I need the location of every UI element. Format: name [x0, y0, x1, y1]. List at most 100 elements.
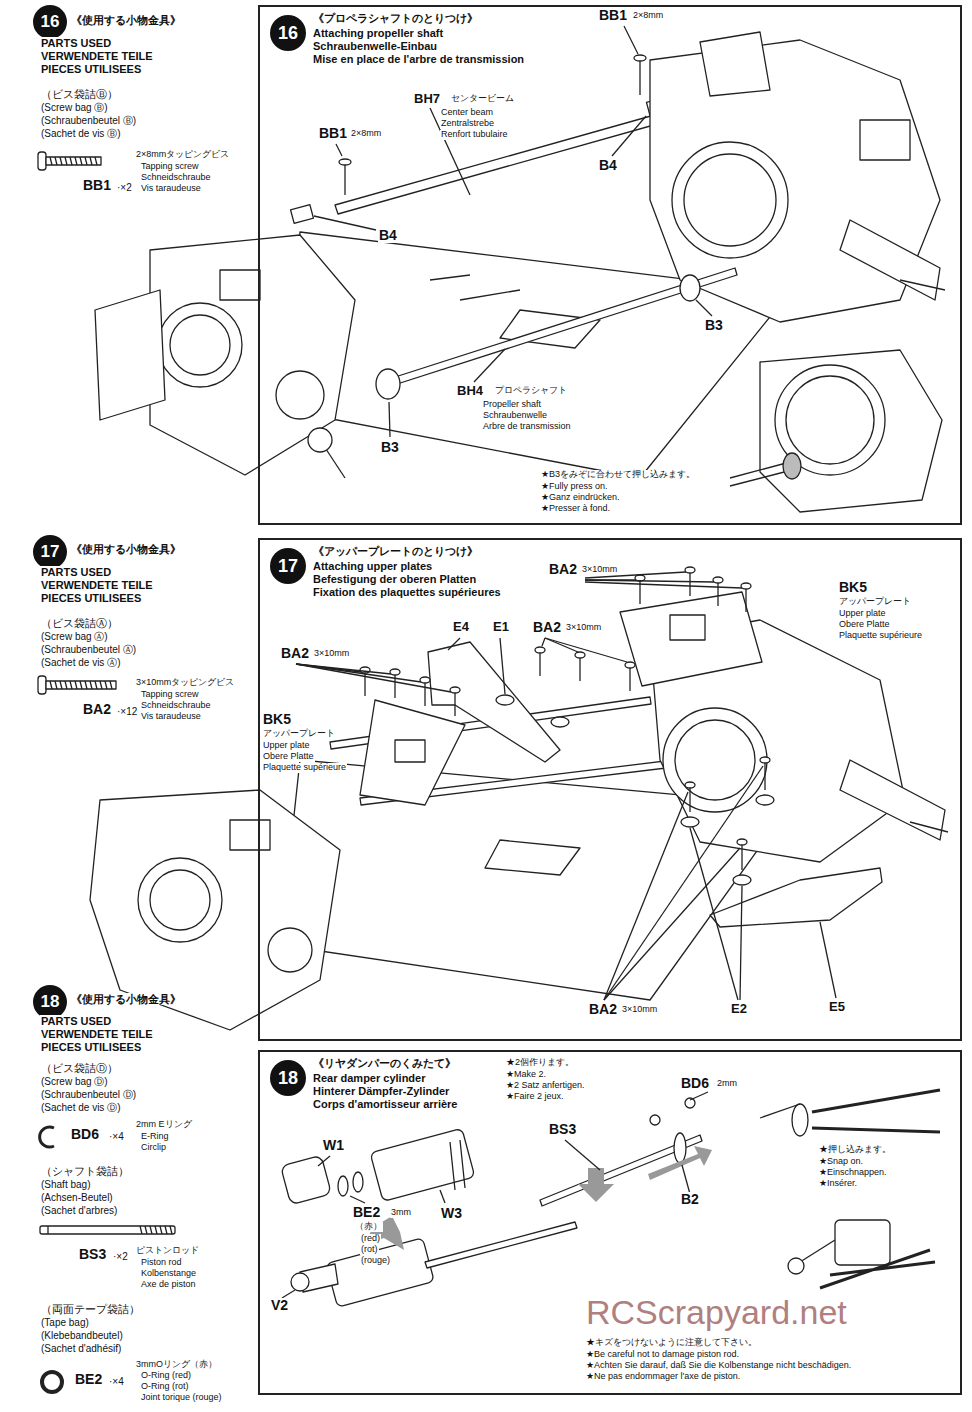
label-text: プロペラシャフト — [494, 386, 568, 396]
step-number-circle: 18 — [270, 1060, 306, 1096]
label-text: ★押し込みます。 — [818, 1145, 892, 1155]
screw-icon — [38, 676, 116, 694]
label-text: (Shaft bag) — [40, 1179, 91, 1190]
screw-line — [424, 683, 425, 706]
label-text: ·×4 — [108, 1376, 125, 1387]
upper-plate-polygon — [360, 700, 465, 805]
label-text: ★Ganz eindrücken. — [540, 493, 621, 503]
damper-parts-path — [450, 1140, 465, 1190]
screw-icon-path — [50, 157, 97, 165]
propeller-shaft-polygon — [392, 268, 737, 385]
tool-inset-line — [760, 1104, 800, 1118]
label-text: （赤） — [354, 1222, 383, 1232]
part-code: 《使用する小物金具》 — [70, 14, 182, 26]
screw-icon-rect — [38, 676, 46, 694]
spacer-ellipse — [551, 717, 569, 727]
label-text: Renfort tubulaire — [440, 130, 509, 140]
label-text: Propeller shaft — [482, 400, 542, 410]
part-code: BE2 — [74, 1372, 103, 1387]
stay-frame-path — [710, 868, 882, 927]
damper-parts-ellipse — [353, 1172, 363, 1192]
damper-parts-ellipse — [674, 1133, 686, 1163]
label-text: ·×2 — [112, 1251, 129, 1262]
part-code: 《使用する小物金具》 — [70, 543, 182, 555]
center-beam-rect — [291, 205, 314, 224]
part-code: PIECES UTILISEES — [40, 592, 142, 604]
e-ring-icon — [40, 1127, 54, 1147]
leader-line-line — [604, 848, 740, 1000]
damper-parts — [281, 1098, 702, 1307]
panel-title: 《リヤダンパーのくみたて》 — [312, 1057, 457, 1070]
chassis-plate-polygon — [485, 840, 580, 875]
label-text: ★Einschnappen. — [818, 1168, 888, 1178]
label-text: (rouge) — [360, 1256, 391, 1266]
direction-arrow — [366, 1146, 712, 1250]
leader-line-line — [585, 582, 742, 588]
part-code: BA2 — [588, 1002, 618, 1017]
screw-icon-rect — [46, 157, 101, 165]
part-code: E5 — [828, 1000, 846, 1014]
assembly-illustration-g — [38, 26, 948, 1392]
upper-plate-polygon — [620, 592, 762, 686]
screw-ellipse — [634, 55, 646, 61]
screw-line — [741, 845, 742, 870]
screw-icon-rect — [38, 152, 46, 170]
part-code: BB1 — [82, 178, 112, 193]
part-code: BK5 — [838, 580, 868, 595]
label-text: Center beam — [440, 108, 494, 118]
label-text: Plaquette supérieure — [262, 763, 347, 773]
upper-plate-rect — [670, 615, 705, 640]
part-code: BD6 — [680, 1076, 710, 1091]
leader-line-line — [318, 1156, 330, 1166]
leader-line-line — [474, 349, 505, 382]
screw-ellipse — [420, 677, 430, 683]
detail-inset-ellipse — [783, 453, 801, 479]
label-text: (Sachet de vis Ⓐ) — [40, 657, 121, 668]
part-code: E1 — [492, 620, 510, 634]
screw-icon-rect — [46, 681, 116, 689]
label-text: 2×8mm — [350, 129, 382, 139]
label-text: ピストンロッド — [135, 1246, 200, 1256]
rear-gearbox-circle — [150, 870, 210, 930]
label-text: ·×12 — [116, 706, 138, 717]
front-gearbox-line — [900, 280, 945, 290]
part-code: PARTS USED — [40, 1015, 112, 1027]
leader-line-line — [282, 1290, 295, 1298]
screw-line — [639, 61, 640, 95]
label-text: ★Achten Sie darauf, daß Sie die Kolbenst… — [585, 1361, 852, 1371]
label-text: (Screw bag Ⓐ) — [40, 631, 109, 642]
label-text: （ビス袋詰Ⓓ） — [40, 1062, 119, 1074]
leader-line-line — [350, 1196, 365, 1203]
screw-line — [745, 589, 746, 612]
leader-line-line — [542, 638, 545, 646]
screw-ellipse — [760, 757, 770, 763]
part-code: E4 — [452, 620, 470, 634]
label-text: (Sachet d'adhésif) — [40, 1343, 122, 1354]
detail-inset-line — [730, 470, 792, 486]
screw — [339, 55, 646, 195]
label-text: (Achsen-Beutel) — [40, 1192, 114, 1203]
detail-inset-circle — [786, 376, 874, 464]
part-code: B3 — [380, 440, 400, 455]
screw-ellipse — [390, 669, 400, 675]
label-text: Vis taraudeuse — [140, 184, 202, 194]
label-text: ★Ne pas endommager l'axe de piston. — [585, 1372, 741, 1382]
part-code: BA2 — [82, 702, 112, 717]
tool-inset-ellipse — [792, 1104, 808, 1136]
part-code: BA2 — [532, 620, 562, 635]
label-text: Schraubenwelle — [482, 411, 548, 421]
label-text: 2mm Eリング — [135, 1120, 193, 1130]
front-gearbox-line — [910, 822, 948, 832]
label-text: Upper plate — [262, 741, 311, 751]
label-text: ★Fully press on. — [540, 482, 609, 492]
front-gearbox-circle — [684, 154, 776, 246]
label-text: センタービーム — [450, 94, 515, 104]
part-code: BA2 — [280, 646, 310, 661]
front-gearbox-polygon — [700, 32, 770, 96]
damper-parts-ellipse — [338, 1176, 348, 1196]
label-text: Zentralstrebe — [440, 119, 495, 129]
label-text: ★Insérer. — [818, 1179, 858, 1189]
label-text: Joint torique (rouge) — [140, 1393, 223, 1403]
rear-gearbox-rect — [220, 270, 260, 300]
damper-parts-circle — [291, 1273, 309, 1291]
